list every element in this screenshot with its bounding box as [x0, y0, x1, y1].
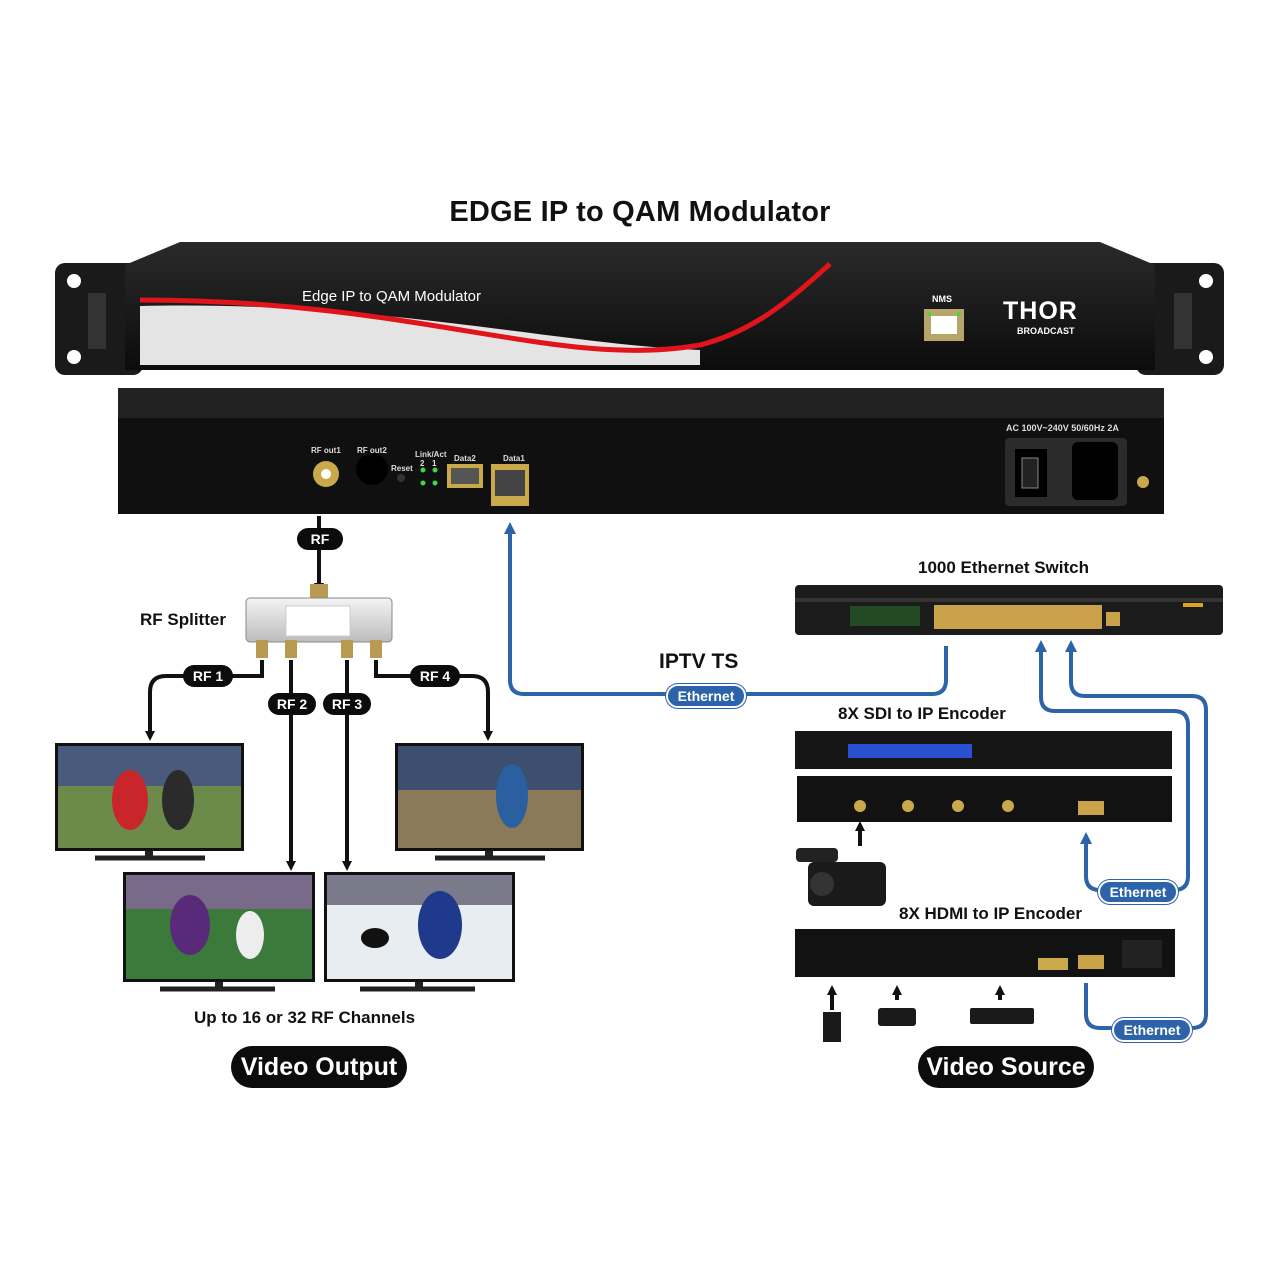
rf4-tag: RF 4 [410, 665, 460, 687]
ground-screw-icon [1137, 476, 1149, 488]
ethernet-tag-sdi: Ethernet [1098, 880, 1178, 904]
iptv-label: IPTV TS [659, 650, 739, 673]
led-1-label: 1 [432, 459, 437, 468]
page-title: EDGE IP to QAM Modulator [449, 196, 831, 228]
ethernet-switch [795, 585, 1223, 635]
link-act-label: Link/Act [415, 450, 447, 459]
hdmi-encoder [795, 929, 1175, 977]
streaming-stick-icon [878, 1008, 916, 1026]
hdmi-encoder-label: 8X HDMI to IP Encoder [899, 904, 1082, 923]
data1-label: Data1 [503, 454, 525, 463]
rf-out2-connector[interactable] [356, 453, 388, 485]
rf2-tag: RF 2 [268, 693, 316, 715]
modulator-front-panel [55, 242, 1224, 375]
brand-logo: THOR [1003, 297, 1078, 325]
channels-label: Up to 16 or 32 RF Channels [194, 1008, 416, 1027]
rf-out1-label: RF out1 [311, 446, 341, 455]
video-output-badge: Video Output [231, 1046, 407, 1088]
led-2-label: 2 [420, 459, 425, 468]
tv-2 [123, 872, 315, 992]
sdi-ethernet-line [1035, 640, 1190, 892]
brand-sub: BROADCAST [1017, 326, 1075, 336]
rf3-tag: RF 3 [323, 693, 371, 715]
rf4-line [374, 660, 493, 741]
video-source-badge: Video Source [918, 1046, 1094, 1088]
data2-label: Data2 [454, 454, 476, 463]
tv-4 [395, 743, 584, 861]
rf-out2-label: RF out2 [357, 446, 387, 455]
tv-3 [324, 872, 515, 992]
ethernet-tag-hdmi: Ethernet [1112, 1018, 1192, 1042]
set-top-box-icon [970, 1008, 1034, 1024]
rf1-tag: RF 1 [183, 665, 233, 687]
modulator-rear-panel [118, 388, 1164, 514]
power-label: AC 100V~240V 50/60Hz 2A [1006, 423, 1119, 433]
camera-icon [796, 848, 886, 906]
rf-splitter-label: RF Splitter [140, 610, 226, 629]
rf-splitter [245, 584, 393, 658]
sdi-encoder [795, 731, 1172, 822]
rf1-line [145, 660, 264, 741]
hdmi-cable-icon [823, 1012, 841, 1042]
reset-button[interactable] [397, 474, 405, 482]
hdmi-ethernet-line [1065, 640, 1208, 1030]
switch-label: 1000 Ethernet Switch [918, 558, 1090, 577]
front-panel-label: Edge IP to QAM Modulator [302, 288, 481, 305]
tv-1 [55, 743, 244, 861]
nms-label: NMS [932, 294, 952, 304]
reset-label: Reset [391, 464, 413, 473]
sdi-encoder-label: 8X SDI to IP Encoder [838, 704, 1006, 723]
ethernet-tag-iptv: Ethernet [666, 684, 746, 708]
rf-tag: RF [297, 528, 343, 550]
